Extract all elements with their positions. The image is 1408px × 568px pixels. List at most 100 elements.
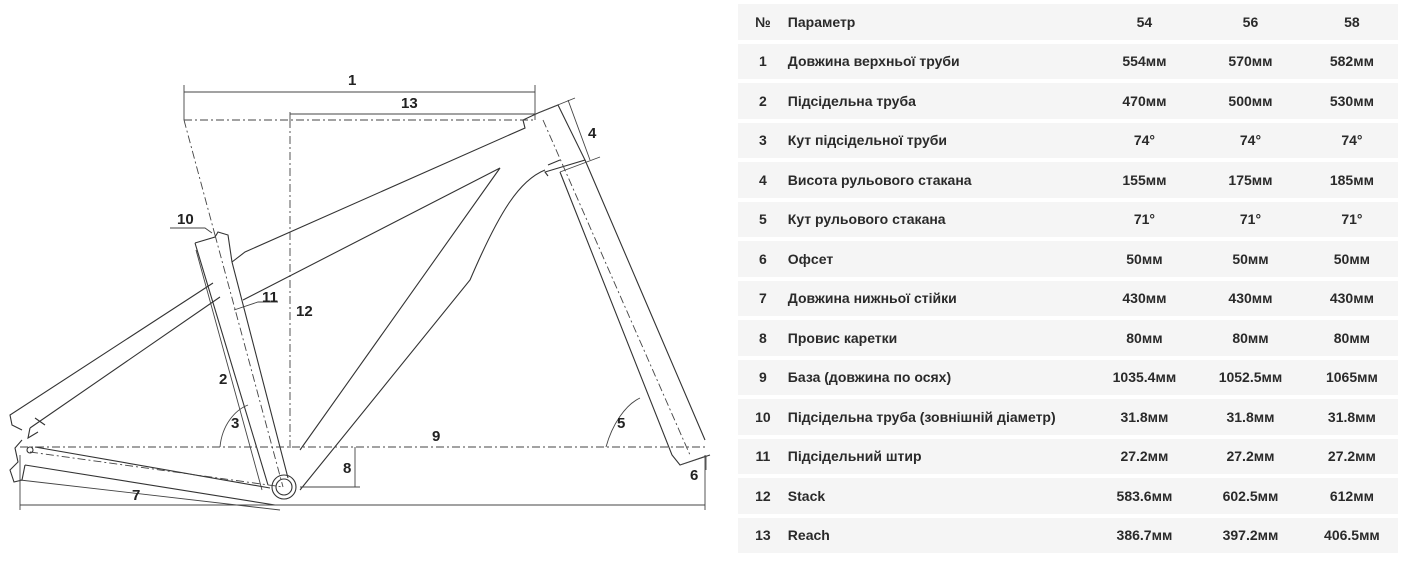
dim-label-3: 3 — [231, 415, 239, 432]
fork — [559, 159, 711, 466]
table-row: 9 База (довжина по осях) 1035.4мм 1052.5мм 1… — [738, 359, 1398, 395]
value-58: 31.8мм — [1327, 408, 1376, 425]
row-num: 4 — [759, 171, 767, 188]
table-row: 7 Довжина нижньої стійки 430мм 430мм 430мм — [738, 280, 1398, 316]
row-num: 10 — [755, 408, 771, 425]
value-58: 1065мм — [1325, 369, 1378, 386]
row-num: 13 — [755, 527, 771, 544]
row-param: Провис каретки — [787, 329, 898, 346]
row-param: Підсідельна труба — [787, 92, 916, 109]
table-row: 2 Підсідельна труба 470мм 500мм 530мм — [738, 83, 1398, 119]
value-54: 554мм — [1122, 53, 1167, 70]
value-58: 612мм — [1329, 487, 1374, 504]
table-row: 1 Довжина верхньої труби 554мм 570мм 582мм — [738, 43, 1398, 79]
value-58: 430мм — [1329, 290, 1374, 307]
row-num: 6 — [759, 250, 767, 267]
dim-label-10: 10 — [177, 211, 194, 228]
table-row: 3 Кут підсідельної труби 74° 74° 74° — [738, 122, 1398, 158]
value-54: 74° — [1133, 132, 1155, 149]
value-54: 470мм — [1122, 92, 1167, 109]
dim-label-5: 5 — [617, 415, 625, 432]
value-54: 50мм — [1126, 250, 1163, 267]
dim-label-8: 8 — [343, 460, 351, 477]
dim-label-11: 11 — [262, 289, 278, 306]
value-56: 430мм — [1228, 290, 1273, 307]
header-size-58: 58 — [1344, 13, 1360, 30]
value-58: 530мм — [1329, 92, 1374, 109]
top-tube — [231, 112, 539, 451]
table-row: 5 Кут рульового стакана 71° 71° 71° — [738, 201, 1398, 237]
value-56: 50мм — [1232, 250, 1269, 267]
seat-tube — [194, 231, 289, 486]
value-58: 50мм — [1333, 250, 1371, 267]
dim-label-13: 13 — [401, 95, 418, 112]
dim-label-7: 7 — [132, 487, 140, 504]
value-58: 406.5мм — [1324, 527, 1380, 544]
table-row: 6 Офсет 50мм 50мм 50мм — [738, 241, 1398, 277]
row-param: Довжина нижньої стійки — [787, 290, 957, 307]
value-58: 27.2мм — [1327, 448, 1376, 465]
down-tube — [299, 169, 546, 491]
value-56: 175мм — [1228, 171, 1273, 188]
dim-label-1: 1 — [348, 72, 356, 89]
row-param: Кут підсідельної труби — [787, 132, 948, 149]
row-param: Висота рульового стакана — [787, 171, 972, 188]
value-56: 31.8мм — [1226, 408, 1275, 425]
value-56: 27.2мм — [1226, 448, 1275, 465]
bottom-bracket — [271, 474, 297, 500]
dim-label-6: 6 — [690, 467, 698, 484]
row-num: 11 — [755, 448, 771, 465]
row-param: Офсет — [787, 250, 834, 267]
table-row: 8 Провис каретки 80мм 80мм 80мм — [738, 320, 1398, 356]
value-56: 570мм — [1228, 53, 1273, 70]
value-58: 74° — [1341, 132, 1363, 149]
value-54: 80мм — [1126, 329, 1163, 346]
seat-stay — [9, 282, 221, 440]
header-num: № — [755, 13, 771, 30]
row-param: Підсідельний штир — [787, 448, 922, 465]
value-58: 582мм — [1329, 53, 1374, 70]
value-56: 397.2мм — [1222, 527, 1279, 544]
value-56: 80мм — [1232, 329, 1269, 346]
row-param: Кут рульового стакана — [787, 211, 946, 228]
row-num: 5 — [759, 211, 767, 228]
table-row: 11 Підсідельний штир 27.2мм 27.2мм 27.2мм — [738, 438, 1398, 474]
value-56: 1052.5мм — [1218, 369, 1283, 386]
value-56: 602.5мм — [1222, 487, 1279, 504]
value-54: 71° — [1133, 211, 1155, 228]
row-num: 8 — [759, 329, 767, 346]
value-54: 430мм — [1122, 290, 1167, 307]
value-54: 155мм — [1122, 171, 1167, 188]
header-size-54: 54 — [1136, 13, 1153, 30]
chain-stay — [9, 439, 276, 506]
row-param: Stack — [787, 487, 826, 504]
value-58: 71° — [1341, 211, 1363, 228]
frame-geometry-diagram: 1 2 3 4 5 6 7 8 9 10 11 12 13 — [9, 72, 711, 511]
table-header: № Параметр 54 56 58 — [738, 4, 1398, 40]
value-54: 31.8мм — [1120, 408, 1169, 425]
row-num: 2 — [759, 92, 767, 109]
row-num: 1 — [759, 53, 767, 70]
header-size-56: 56 — [1242, 13, 1259, 30]
row-num: 7 — [759, 290, 767, 307]
value-58: 185мм — [1329, 171, 1374, 188]
row-param: Reach — [787, 527, 830, 544]
dim-label-2: 2 — [219, 371, 227, 388]
value-56: 500мм — [1228, 92, 1273, 109]
dim-label-9: 9 — [432, 428, 440, 445]
row-param: База (довжина по осях) — [787, 369, 952, 386]
row-num: 9 — [759, 369, 767, 386]
value-54: 27.2мм — [1120, 448, 1169, 465]
header-param: Параметр — [787, 13, 856, 30]
row-num: 3 — [759, 132, 767, 149]
row-param: Довжина верхньої труби — [787, 53, 960, 70]
dim-label-12: 12 — [296, 303, 313, 320]
value-56: 74° — [1239, 132, 1262, 149]
value-56: 71° — [1239, 211, 1262, 228]
value-54: 1035.4мм — [1112, 369, 1177, 386]
row-num: 12 — [755, 487, 771, 504]
value-58: 80мм — [1333, 329, 1371, 346]
